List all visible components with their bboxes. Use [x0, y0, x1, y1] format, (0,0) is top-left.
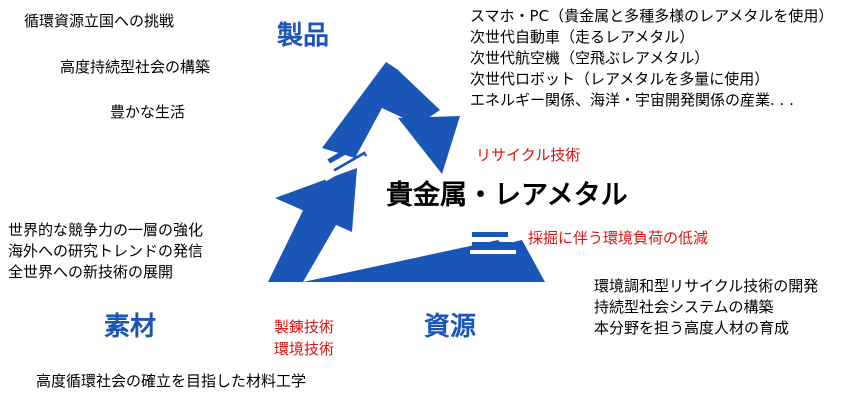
development-list: 環境調和型リサイクル技術の開発 持続型社会システムの構築 本分野を担う高度人材の…: [594, 276, 818, 339]
product-item: 次世代自動車（走るレアメタル）: [470, 28, 695, 46]
gap-mark: [470, 250, 516, 254]
mining-label: 採掘に伴う環境負荷の低減: [528, 229, 709, 247]
top-right-arrowhead: [398, 116, 460, 174]
global-item: 世界的な競争力の一層の強化: [8, 221, 204, 239]
global-item: 海外への研究トレンドの発信: [8, 242, 204, 260]
refining-labels: 製錬技術 環境技術: [274, 316, 334, 360]
gap-mark: [324, 154, 366, 182]
node-material: 素材: [104, 312, 157, 342]
development-item: 本分野を担う高度人材の育成: [594, 319, 790, 337]
recycle-tech-label: リサイクル技術: [476, 146, 581, 164]
product-item: スマホ・PC（貴金属と多種多様のレアメタルを使用）: [470, 7, 834, 25]
bottom-statement: 高度循環社会の確立を目指した材料工学: [36, 372, 307, 390]
refining-item: 製錬技術: [274, 318, 335, 336]
global-item: 全世界への新技術の展開: [8, 263, 174, 281]
goal-1: 循環資源立国への挑戦: [24, 12, 175, 30]
stripe-mark: [472, 242, 512, 247]
product-list: スマホ・PC（貴金属と多種多様のレアメタルを使用） 次世代自動車（走るレアメタル…: [470, 6, 833, 111]
node-product: 製品: [277, 21, 330, 51]
goal-3: 豊かな生活: [110, 103, 186, 121]
node-resource: 資源: [424, 312, 477, 342]
bottom-band: [268, 240, 526, 282]
development-item: 持続型社会システムの構築: [594, 298, 774, 316]
refining-item: 環境技術: [274, 340, 335, 358]
product-item: 次世代航空機（空飛ぶレアメタル）: [470, 49, 710, 67]
apex-band: [322, 62, 398, 158]
product-item: 次世代ロボット（レアメタルを多量に使用）: [470, 70, 770, 88]
goal-2: 高度持続型社会の構築: [60, 58, 211, 76]
left-arrowhead: [275, 168, 357, 232]
product-item: エネルギー関係、海洋・宇宙開発関係の産業. . .: [470, 91, 794, 109]
global-list: 世界的な競争力の一層の強化 海外への研究トレンドの発信 全世界への新技術の展開: [8, 220, 203, 283]
stripe-mark: [327, 141, 362, 164]
top-right-arrow-shaft: [382, 62, 440, 125]
development-item: 環境調和型リサイクル技術の開発: [594, 277, 819, 295]
stripe-mark: [472, 232, 508, 237]
center-label: 貴金属・レアメタル: [386, 180, 628, 211]
